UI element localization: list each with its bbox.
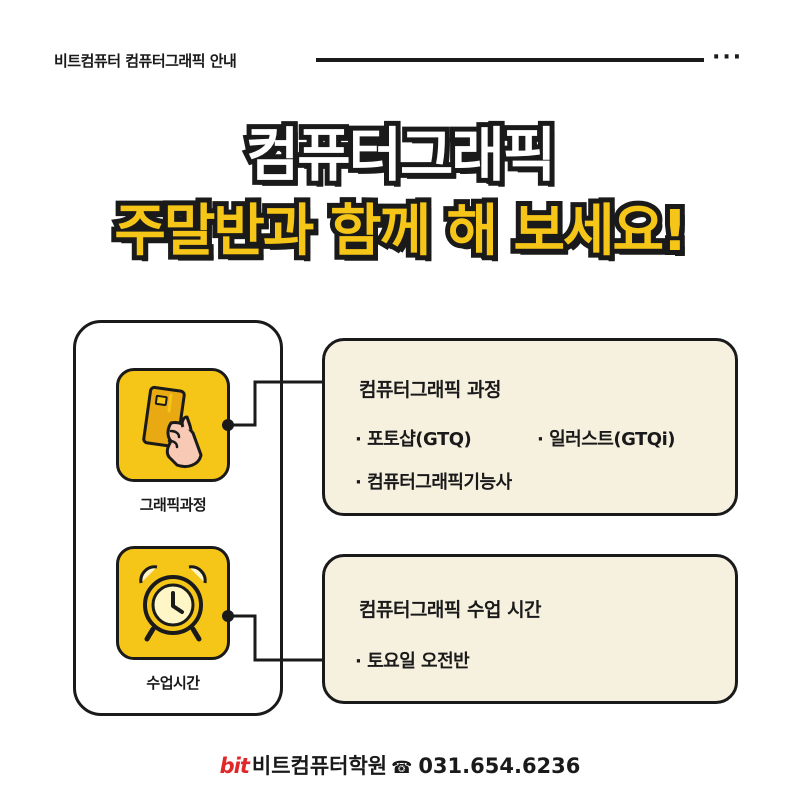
hand-card-icon bbox=[142, 385, 203, 469]
main-title: 컴퓨터그래픽 bbox=[241, 116, 561, 194]
alarm-clock-icon bbox=[139, 565, 207, 642]
academy-name: 비트컴퓨터학원 bbox=[251, 754, 388, 778]
course-card-title: 컴퓨터그래픽 과정 bbox=[359, 379, 501, 401]
course-item-certificate: · 컴퓨터그래픽기능사 bbox=[355, 472, 512, 493]
course-icon-tile bbox=[116, 368, 230, 482]
schedule-card: 컴퓨터그래픽 수업 시간 · 토요일 오전반 bbox=[322, 554, 738, 704]
course-item-photoshop: · 포토샵(GTQ) bbox=[355, 429, 472, 450]
bit-logo: bit bbox=[219, 754, 250, 778]
header-dots: ··· bbox=[712, 45, 744, 70]
schedule-icon-tile bbox=[116, 546, 230, 660]
phone-icon: ☎ bbox=[391, 758, 413, 778]
header-bar: 비트컴퓨터 컴퓨터그래픽 안내 ··· bbox=[54, 45, 746, 72]
course-item-illustrator: · 일러스트(GTQi) bbox=[537, 429, 676, 450]
course-card: 컴퓨터그래픽 과정 · 포토샵(GTQ) · 일러스트(GTQi) · 컴퓨터그… bbox=[322, 338, 738, 516]
main-subtitle: 주말반과 함께 해 보세요! bbox=[109, 194, 692, 269]
header-divider bbox=[316, 58, 704, 62]
schedule-item-saturday: · 토요일 오전반 bbox=[355, 651, 470, 672]
course-icon-label: 그래픽과정 bbox=[139, 496, 207, 514]
header-text: 비트컴퓨터 컴퓨터그래픽 안내 bbox=[54, 52, 237, 70]
schedule-icon-label: 수업시간 bbox=[146, 674, 200, 692]
phone-number[interactable]: 031.654.6236 bbox=[418, 754, 581, 778]
schedule-card-title: 컴퓨터그래픽 수업 시간 bbox=[359, 599, 542, 621]
